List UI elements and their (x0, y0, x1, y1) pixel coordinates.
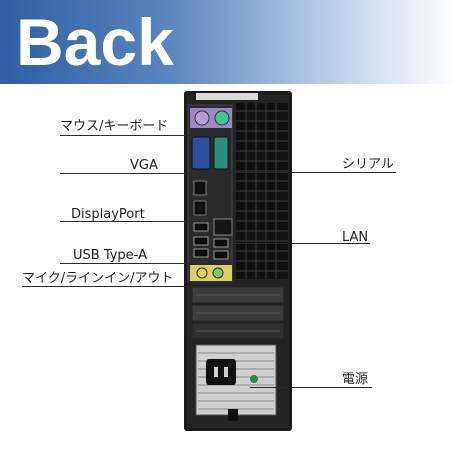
audio-jack-1-icon (196, 267, 208, 279)
leader-displayport (60, 221, 197, 222)
ventilation-grille (236, 103, 288, 279)
leader-vga (60, 173, 195, 174)
usb-ports-icon (193, 222, 229, 260)
leader-audio (22, 286, 194, 287)
leader-mouse-keyboard (60, 135, 190, 136)
header-banner: Back (0, 0, 456, 84)
leader-serial (230, 172, 396, 173)
service-tag-label (196, 93, 258, 100)
tower-illustration (184, 91, 292, 431)
power-socket-icon (206, 359, 236, 385)
label-serial: シリアル (342, 157, 394, 172)
lan-port-icon (213, 218, 233, 236)
label-lan: LAN (342, 230, 369, 245)
audio-jack-2-icon (212, 267, 224, 279)
lock-ring-icon (228, 409, 238, 421)
ps2-keyboard-port-icon (194, 110, 210, 126)
label-mouse-keyboard: マウス/キーボード (60, 119, 169, 134)
banner-title: Back (16, 5, 174, 79)
leader-usb (60, 263, 198, 264)
label-audio: マイク/ラインイン/アウト (22, 271, 174, 286)
displayport-1-icon (193, 180, 207, 196)
label-usb: USB Type-A (73, 248, 147, 263)
psu-led-icon (250, 375, 258, 383)
leader-power (250, 387, 372, 388)
vga-port-icon (191, 136, 211, 170)
expansion-slots (191, 286, 285, 340)
leader-lan (232, 243, 370, 244)
label-displayport: DisplayPort (71, 207, 145, 222)
displayport-2-icon (193, 200, 207, 216)
audio-panel (190, 265, 232, 281)
label-vga: VGA (130, 158, 158, 173)
label-power: 電源 (342, 372, 369, 387)
serial-port-icon (213, 136, 229, 170)
ps2-mouse-port-icon (214, 110, 230, 126)
computer-rear-panel (184, 91, 292, 431)
